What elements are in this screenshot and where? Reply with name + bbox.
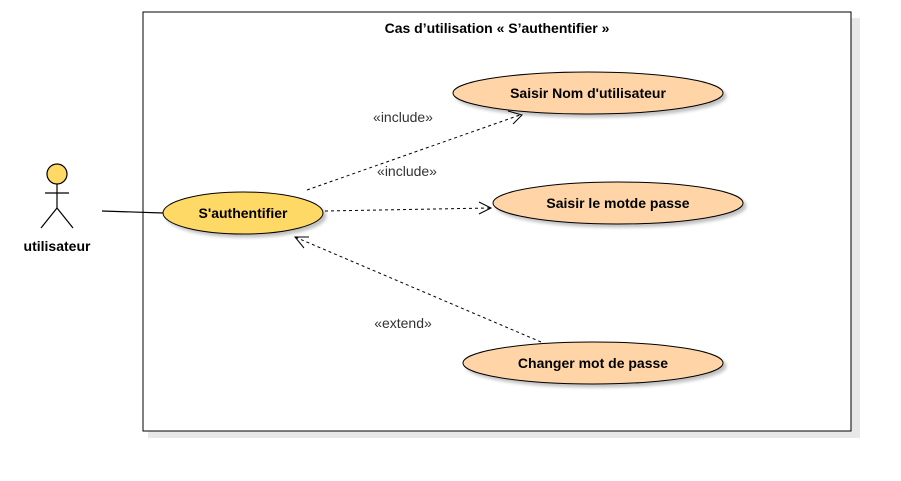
actor-head (46, 163, 68, 185)
extend-change-relation: «extend» (293, 236, 542, 343)
association-line (101, 210, 164, 214)
use-case-saisir-mot-de-passe[interactable]: Saisir le motde passe (492, 181, 744, 225)
actor-utilisateur[interactable]: utilisateur (24, 163, 91, 254)
use-case-saisir-mot-de-passe-label: Saisir le motde passe (546, 195, 689, 211)
include-username-line (306, 114, 521, 191)
use-case-sauthentifier-shape (162, 191, 324, 235)
include-password-label: «include» (377, 163, 437, 179)
use-case-sauthentifier-label: S'authentifier (199, 205, 288, 221)
use-case-changer-mot-de-passe-shape (462, 341, 724, 385)
include-password-arrowhead (478, 201, 493, 215)
actor-label: utilisateur (24, 238, 91, 254)
include-username-arrowhead (507, 110, 523, 125)
extend-change-arrowhead (293, 236, 309, 249)
include-username-relation: «include» (306, 109, 523, 191)
include-password-relation: «include» (324, 163, 493, 215)
use-case-changer-mot-de-passe-label: Changer mot de passe (518, 355, 668, 371)
extend-change-label: «extend» (374, 315, 432, 331)
use-case-saisir-nom[interactable]: Saisir Nom d'utilisateur (452, 71, 724, 115)
use-case-saisir-nom-label: Saisir Nom d'utilisateur (510, 85, 666, 101)
include-username-label: «include» (373, 109, 433, 125)
actor-left-leg (40, 207, 58, 229)
use-case-sauthentifier[interactable]: S'authentifier (162, 191, 324, 235)
use-case-changer-mot-de-passe[interactable]: Changer mot de passe (462, 341, 724, 385)
system-title: Cas d’utilisation « S’authentifier » (385, 20, 610, 36)
use-case-saisir-nom-shape (452, 71, 724, 115)
extend-change-line (294, 236, 542, 343)
actor-right-leg (56, 207, 74, 229)
use-case-saisir-mot-de-passe-shape (492, 181, 744, 225)
